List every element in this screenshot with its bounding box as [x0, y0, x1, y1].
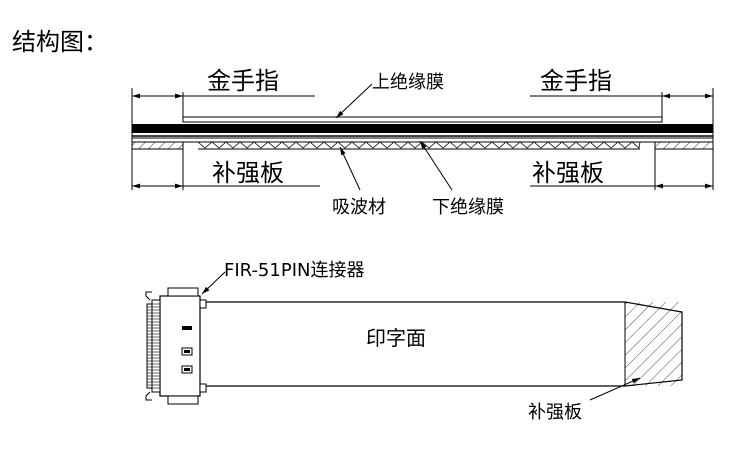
fir-51pin-connector	[145, 287, 207, 405]
top-view: FIR-51PIN连接器 印字面 补强板	[145, 260, 683, 423]
absorber-layer	[197, 141, 641, 149]
stiffener-left-block	[131, 141, 184, 150]
cross-section: 金手指 金手指 上绝缘膜 补强板 补强板 吸波材 下绝缘膜	[131, 67, 714, 218]
page-title: 结构图：	[12, 28, 108, 56]
bottom-insulation-layer	[131, 137, 714, 143]
absorber-label: 吸波材	[332, 197, 386, 218]
stiffener-area	[625, 302, 682, 386]
copper-layer	[132, 124, 713, 133]
fpc-body-outline	[200, 301, 683, 387]
gold-finger-right-label: 金手指	[540, 67, 612, 95]
stiffener-label: 补强板	[528, 402, 582, 423]
stiffener-left-label: 补强板	[212, 159, 284, 187]
connector-label: FIR-51PIN连接器	[224, 260, 364, 281]
bottom-insulation-label: 下绝缘膜	[432, 197, 504, 218]
top-insulation-label: 上绝缘膜	[372, 72, 444, 93]
stiffener-right-label: 补强板	[532, 159, 604, 187]
top-insulation-layer	[182, 116, 663, 123]
print-side-label: 印字面	[366, 326, 426, 350]
gold-finger-left-label: 金手指	[207, 67, 279, 95]
stiffener-right-block	[654, 141, 714, 150]
